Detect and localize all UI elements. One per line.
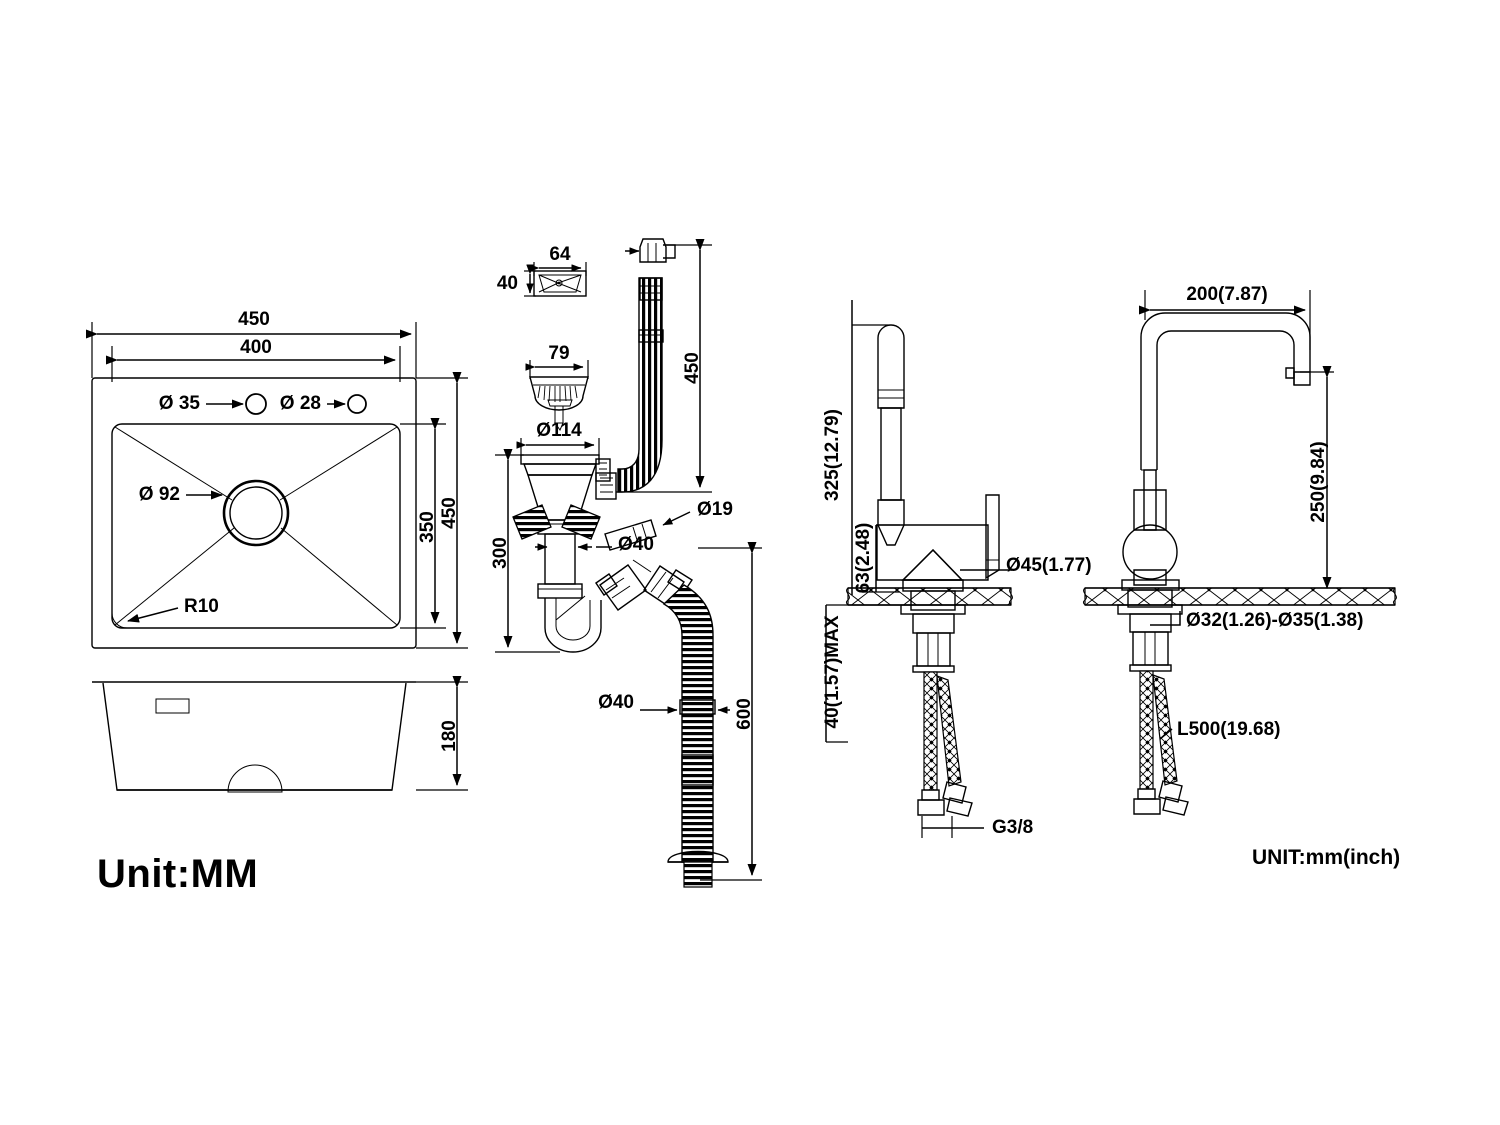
- label-base-45: Ø45(1.77): [1006, 555, 1092, 576]
- faucet-left-shank: [912, 613, 955, 673]
- dim-flange-diameter: Ø114: [516, 420, 600, 456]
- faucet-left: G3/8 325(12.79) 63(2.48) Ø45(1.77) 40(1.…: [822, 300, 1092, 838]
- label-faucet-left-63: 63(2.48): [853, 523, 874, 594]
- inlet-port-19: Ø19: [604, 499, 733, 551]
- dim-sink-bowl-depth: 350: [417, 511, 438, 543]
- overflow-cover-plate: 64 40: [497, 244, 587, 297]
- label-faucet-right-reach: 200(7.87): [1186, 284, 1267, 305]
- sink-drain-inner-ring: [229, 486, 283, 540]
- sink-drain-outer-ring: [222, 479, 290, 547]
- dishwasher-spigots: [512, 504, 601, 540]
- faucet-right-base: [1117, 579, 1183, 615]
- label-trap-height-300: 300: [490, 537, 511, 569]
- label-faucet-left-height: 325(12.79): [822, 409, 843, 501]
- dim-basket-width: 79: [525, 343, 589, 379]
- dim-overflow-hose-length: 450: [616, 239, 712, 493]
- label-tailpiece-40: Ø40: [618, 534, 654, 555]
- faucet-left-spout: [877, 324, 905, 546]
- label-hose-40: Ø40: [598, 692, 634, 713]
- dim-sink-overall-depth: 450: [439, 497, 460, 529]
- dim-tailpiece-40: Ø40: [535, 534, 654, 555]
- sink-side-overflow-slot: [155, 698, 190, 714]
- sink-slope-lines: [114, 426, 398, 626]
- callout-base-45: Ø45(1.77): [960, 555, 1092, 576]
- dim-overflow-height: 40: [497, 264, 536, 297]
- label-drain-92: Ø 92: [139, 484, 180, 505]
- sink-side-view: 180: [92, 676, 468, 793]
- callout-hose-length: L500(19.68): [1159, 719, 1281, 740]
- sink-top-view: 450 400 Ø 35: [86, 309, 468, 649]
- faucet-left-hoses: [917, 671, 973, 817]
- dim-side-depth: 180: [416, 676, 468, 791]
- unit-label-left: Unit:MM: [97, 852, 258, 896]
- dim-overall-depth: 450: [416, 372, 468, 649]
- callout-corner-r10: R10: [111, 596, 219, 629]
- faucet-right: 200(7.87) 250(9.84) Ø32(1.26)-Ø35(1.38) …: [1082, 284, 1397, 816]
- callout-drain-92: Ø 92: [139, 484, 223, 505]
- dim-faucet-right-reach: 200(7.87): [1139, 284, 1311, 350]
- label-hose-l500: L500(19.68): [1177, 719, 1281, 740]
- dim-faucet-left-spout-height: 63(2.48): [853, 523, 900, 594]
- callout-g38: G3/8: [921, 816, 1033, 838]
- label-corner-r10: R10: [184, 596, 219, 617]
- label-faucet-right-height: 250(9.84): [1308, 441, 1329, 522]
- dim-overflow-width: 64: [529, 244, 587, 276]
- sink-bowl-outline: [111, 423, 401, 629]
- faucet-right-hoses: [1133, 670, 1189, 816]
- sink-outer-rim: [91, 377, 417, 649]
- dim-bowl-depth: 350: [400, 418, 446, 629]
- dim-bowl-width: 400: [106, 337, 401, 382]
- dim-sink-bowl-width: 400: [240, 337, 272, 358]
- p-trap: [544, 595, 602, 653]
- dim-trap-height-300: 300: [490, 449, 560, 653]
- dim-sink-side-depth: 180: [439, 720, 460, 752]
- label-inlet-19: Ø19: [697, 499, 733, 520]
- dim-sink-overall-width: 450: [238, 309, 270, 330]
- dim-overflow-cover-width: 64: [549, 244, 571, 265]
- overflow-hose: [617, 238, 676, 493]
- dim-faucet-left-height: 325(12.79): [822, 300, 890, 595]
- label-counter-thickness-left: 40(1.57)MAX: [822, 615, 843, 728]
- callout-hole-35: Ø 35: [159, 393, 244, 414]
- sink-tap-hole-28: [347, 394, 367, 414]
- dim-counter-thickness-left: 40(1.57)MAX: [822, 604, 900, 743]
- dim-faucet-right-height: 250(9.84): [1300, 366, 1334, 589]
- drain-assembly: 64 40 79: [490, 238, 762, 888]
- strainer-basket: 79: [525, 343, 589, 432]
- label-hole-28: Ø 28: [280, 393, 321, 414]
- label-hose-length-600: 600: [734, 698, 755, 730]
- callout-mounting-hole: Ø32(1.26)-Ø35(1.38): [1150, 610, 1363, 631]
- callout-hole-28: Ø 28: [280, 393, 346, 414]
- dim-overflow-cover-height: 40: [497, 273, 518, 294]
- label-hole-35: Ø 35: [159, 393, 201, 414]
- label-mounting-hole: Ø32(1.26)-Ø35(1.38): [1186, 610, 1363, 631]
- faucet-left-base: [900, 579, 966, 615]
- dim-hose-length-600: 600: [698, 542, 762, 881]
- dim-hose-diameter-40: Ø40: [598, 692, 730, 714]
- unit-label-right: UNIT:mm(inch): [1252, 846, 1400, 869]
- waste-hose: [662, 584, 729, 888]
- dim-overall-width: 450: [86, 309, 417, 378]
- label-g38: G3/8: [992, 817, 1033, 838]
- sink-tap-hole-35: [245, 393, 267, 415]
- label-flange-114: Ø114: [536, 420, 582, 441]
- sink-side-bottom-drain: [227, 764, 283, 793]
- label-overflow-hose-450: 450: [682, 352, 703, 384]
- dim-strainer-width: 79: [548, 343, 569, 364]
